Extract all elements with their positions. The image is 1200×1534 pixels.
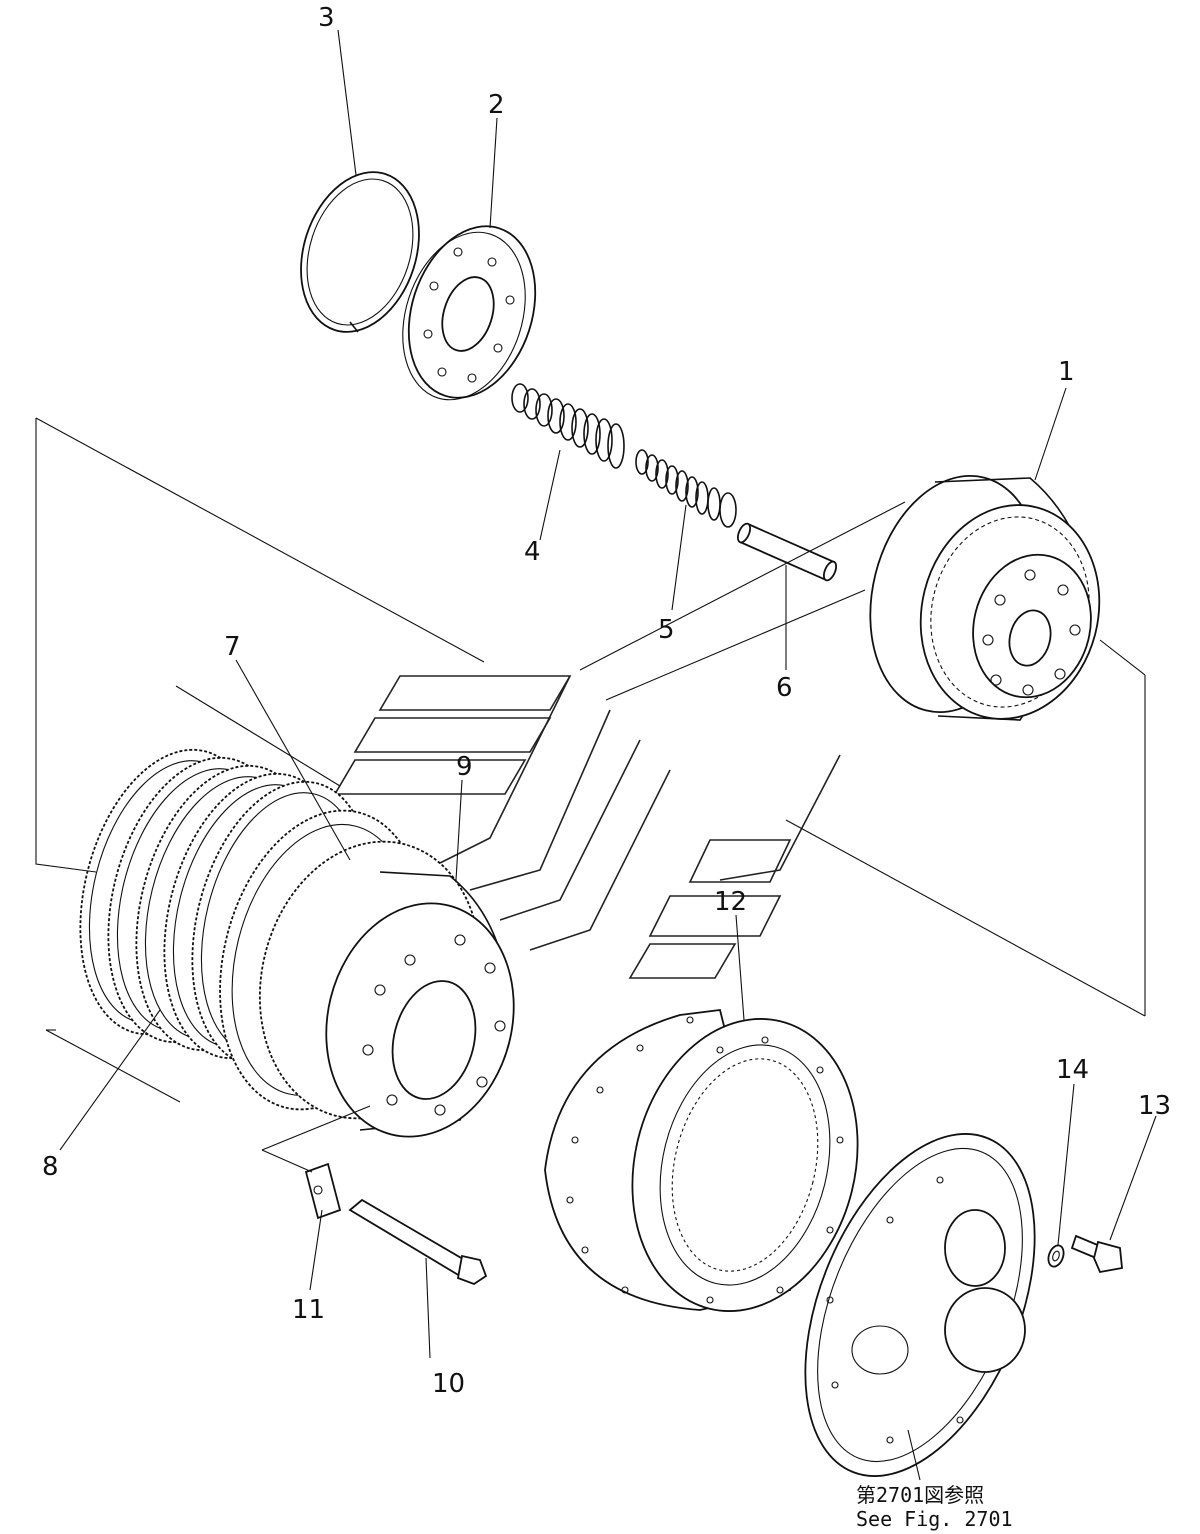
part-13-bolt — [1070, 1234, 1123, 1274]
part-9-piston — [258, 840, 515, 1138]
label-part-3: 3 — [318, 3, 335, 33]
leader-lines — [59, 29, 1157, 1481]
label-part-4: 4 — [524, 537, 541, 567]
label-part-5: 5 — [658, 615, 675, 645]
part-11-lock-plate — [304, 1162, 342, 1220]
label-part-13: 13 — [1138, 1091, 1171, 1121]
label-part-1: 1 — [1058, 357, 1075, 387]
reference-note-japanese: 第2701図参照 — [856, 1483, 984, 1507]
part-1-gear-hub — [869, 474, 1101, 721]
label-part-10: 10 — [432, 1369, 465, 1399]
assembly-lines — [35, 417, 1146, 1173]
part-14-washer — [1047, 1244, 1065, 1268]
label-part-6: 6 — [776, 673, 793, 703]
watermark-logo — [333, 675, 841, 979]
part-6-pin — [736, 522, 838, 582]
label-part-7: 7 — [224, 632, 241, 662]
label-part-11: 11 — [292, 1295, 325, 1325]
part-12-drum — [544, 1009, 859, 1312]
label-part-2: 2 — [488, 90, 505, 120]
label-part-12: 12 — [714, 887, 747, 917]
label-part-8: 8 — [42, 1152, 59, 1182]
part-2-retainer-plate — [402, 225, 537, 401]
label-part-14: 14 — [1056, 1055, 1089, 1085]
part-3-snap-ring — [300, 171, 420, 333]
reference-note-english: See Fig. 2701 — [856, 1507, 1013, 1531]
part-5-spring — [635, 449, 737, 528]
label-part-9: 9 — [456, 752, 473, 782]
part-4-spring — [511, 383, 625, 469]
part-10-bolt — [348, 1198, 488, 1286]
housing-cover — [804, 1133, 1036, 1477]
